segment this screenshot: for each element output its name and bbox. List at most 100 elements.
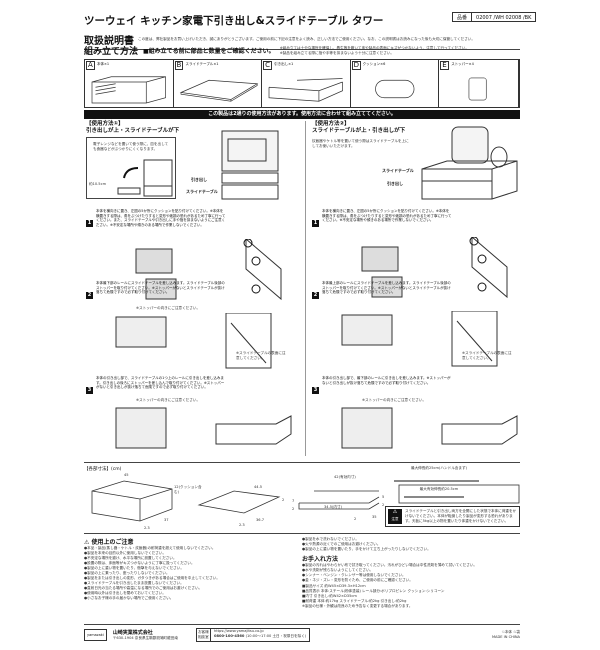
recycle-icon: ♲ — [501, 630, 505, 634]
dimensions-heading: 【各部寸法】(cm) — [84, 467, 122, 472]
list-item: ●不安定な場所を避け、水平な場所に設置してください。 — [84, 556, 177, 560]
website-link[interactable]: https://www.yamajitsu.co.jp — [213, 629, 264, 633]
dim-value: 37 — [164, 518, 169, 522]
method-title: スライドテーブルが上・引き出しが下 — [312, 128, 406, 134]
part-label: スライドテーブル×1 — [185, 62, 219, 66]
caution-section: ⚠ 使用上のご注意 ●本品・製品(蒸し器・ケトル・炊飯器)の耐荷重を超えて使用し… — [84, 533, 520, 623]
part-letter: C — [263, 61, 272, 70]
step-hint: ※ストッパーの向きにご注意ください。 — [362, 398, 427, 402]
warning-box: ⚠注意スライドテーブルと引き出し両方を全開にした状態で本体に荷重をかけないでくだ… — [385, 506, 520, 527]
spec-list: ■製品サイズ 約W45×D39.3×H12cm■品質表示 本体:スチール(粉体塗… — [302, 584, 520, 604]
part-label: クッション×6 — [362, 62, 386, 66]
dim-value: 34.5(内寸) — [324, 505, 342, 509]
warning-label: 注意 — [391, 517, 399, 521]
list-item: ●設置の際は、床面等がキズつかないように丁寧に扱ってください。 — [84, 561, 195, 565]
dim-value: 2 — [382, 503, 385, 507]
slide-effective-label: 最大有効伸長約20.5cm — [419, 487, 459, 491]
drawer-drawing — [268, 78, 343, 102]
list-item: ●本品・製品(蒸し器・ケトル・炊飯器)の耐荷重を超えて使用しないでください。 — [84, 546, 216, 550]
recycle-icon: ♲ — [513, 630, 517, 634]
part-label: 品番 — [453, 13, 473, 21]
step-hint: ※ストッパーの向きにご注意ください。 — [136, 398, 201, 402]
dimensions-section: 【各部寸法】(cm) 45 12(クッション含む) 37 2.3 44.5 2 … — [84, 462, 520, 532]
step2-drawing — [115, 313, 272, 369]
dim-value: 12(クッション含む) — [174, 485, 202, 494]
method-tag: 【使用方法②】 — [312, 121, 350, 127]
assembly-note: ※製品を組み立てる際に指や手等を挟まないよう十分に注意ください。 — [279, 50, 395, 55]
step-number: 2 — [86, 292, 93, 299]
dim-value: 45 — [124, 473, 129, 477]
step-text: 本体の引き出し部で、最下部のレールに引き出しを差し込みます。※ストッパーがないと… — [322, 376, 451, 385]
step-number: 1 — [312, 220, 319, 227]
part-label: ストッパー×4 — [451, 62, 474, 66]
list-item: ■製品サイズ 約W45×D39.3×H12cm — [302, 584, 366, 588]
dimension-drawings — [91, 480, 380, 522]
step-text: 本体最上部のレールにスライドテーブルを差し込みます。スライドテーブル後部のストッ… — [322, 281, 451, 295]
height-label: 約10.5cm — [89, 182, 107, 186]
list-item: ■内寸 引き出し:約W42×D35cm — [302, 594, 357, 598]
phone-number: 0800-100-4560 — [213, 634, 245, 638]
dim-value: 44.5 — [254, 485, 263, 489]
list-item: ●金・ネジ・ズレ・変形を防ぐため、ご使用の前にご確認ください。 — [302, 578, 413, 582]
part-number-value: 02007 /WH 02008 /BK — [476, 15, 532, 21]
caution-title: 使用上のご注意 — [91, 539, 134, 546]
part-letter: E — [440, 61, 449, 70]
step-hint: ※ストッパーの向きにご注意ください。 — [136, 306, 201, 310]
dim-value: 2 — [354, 517, 357, 521]
usage-example: 電子レンジなどを置いて使う際に、皿を出しても食器などがぶつかりにくくなります。 … — [86, 137, 176, 199]
method-tag: 【使用方法①】 — [86, 121, 124, 127]
list-item: ●直射日光の当たる場所や高温になる場所でのご使用はお避けください。 — [84, 586, 203, 590]
care-heading: お手入れ方法 — [302, 556, 339, 563]
list-item: ●製品を本来の目的以外に使用しないでください。 — [84, 551, 167, 555]
recycle-label: 袋 — [516, 630, 520, 634]
page-title: ツーウェイ キッチン家電下引き出し&スライドテーブル タワー — [84, 15, 384, 27]
manual-title: 取扱説明書 — [84, 36, 134, 47]
list-item: ●小さなお子様の手の届かない場所でご使用ください。 — [84, 596, 174, 600]
step-text: 本体を横向きに置き、左図の5か所にクッションを貼り付けてください。※本体を横置き… — [96, 209, 226, 227]
table-drawing — [179, 79, 258, 102]
step-number: 1 — [86, 220, 93, 227]
dim-value: 2.3 — [144, 526, 150, 530]
step-note: ※スライドテーブルの表面に注意してください。 — [462, 351, 512, 360]
column-divider — [305, 121, 306, 456]
step3-drawing — [115, 407, 292, 449]
made-in: MADE IN CHINA — [491, 635, 520, 639]
assembly-lead: ■組み立てる前に部品と数量をご確認ください。 — [143, 48, 275, 55]
method-1: 【使用方法①】 引き出しが上・スライドテーブルが下 電子レンジなどを置いて使う際… — [86, 121, 296, 456]
cushion-drawing — [374, 79, 415, 99]
list-item: ●製品を水で洗わないでください。 — [302, 537, 359, 541]
dim-value: 7 — [292, 499, 295, 503]
list-item: ●シンナー・ベンジン・クレンザー等は使用しないでください。 — [302, 573, 406, 577]
frame-drawing — [91, 76, 166, 104]
part-letter: D — [351, 61, 362, 70]
assembly-title: 組み立て方法 — [84, 47, 139, 57]
dim-value: 36.7 — [256, 518, 265, 522]
contact-label: お客様相談室 — [197, 629, 211, 641]
list-item: ●製品の上に重い物を置いたり、衝撃を与えないでください。 — [84, 566, 184, 570]
drawer-label: 引き出し — [191, 177, 207, 182]
brand-logo: yamazaki — [84, 629, 107, 641]
company-name: 山崎実業株式会社 — [112, 630, 153, 636]
dim-value: 42(有効内寸) — [334, 475, 356, 479]
footer: yamazaki 山崎実業株式会社〒630-1904 奈良県生駒郡斑鳩町龍田南 … — [84, 624, 520, 642]
assembly-heading: 組み立て方法 ■組み立てる前に部品と数量をご確認ください。 ※組み立ては十分な場… — [84, 44, 469, 58]
part-label: 本体×1 — [97, 62, 110, 66]
part-letter: B — [174, 61, 184, 70]
usage-desc: 炊飯器やケトル等を置いて使う際はスライドテーブルを上にしてお使いいただけます。 — [312, 139, 409, 148]
phone-hours: (10:00〜17:00 土日・祝祭日を除く) — [245, 634, 307, 638]
step2-drawing — [341, 311, 498, 367]
step-number: 3 — [86, 387, 93, 394]
step-number: 2 — [312, 292, 319, 299]
method-2: 【使用方法②】 スライドテーブルが上・引き出しが下 炊飯器やケトル等を置いて使う… — [312, 121, 522, 456]
step-text: 本体を横向きに置き、左図の5か所にクッションを貼り付けてください。※本体を横置き… — [322, 209, 452, 223]
usage-desc: 電子レンジなどを置いて使う際に、皿を出しても食器などがぶつかりにくくなります。 — [93, 142, 169, 151]
step3-drawing — [341, 407, 518, 449]
list-item: ●製品の上に重い物を置いたり、手をかけて立ち上がったりしないでください。 — [302, 547, 431, 551]
stopper-drawing — [468, 77, 487, 101]
